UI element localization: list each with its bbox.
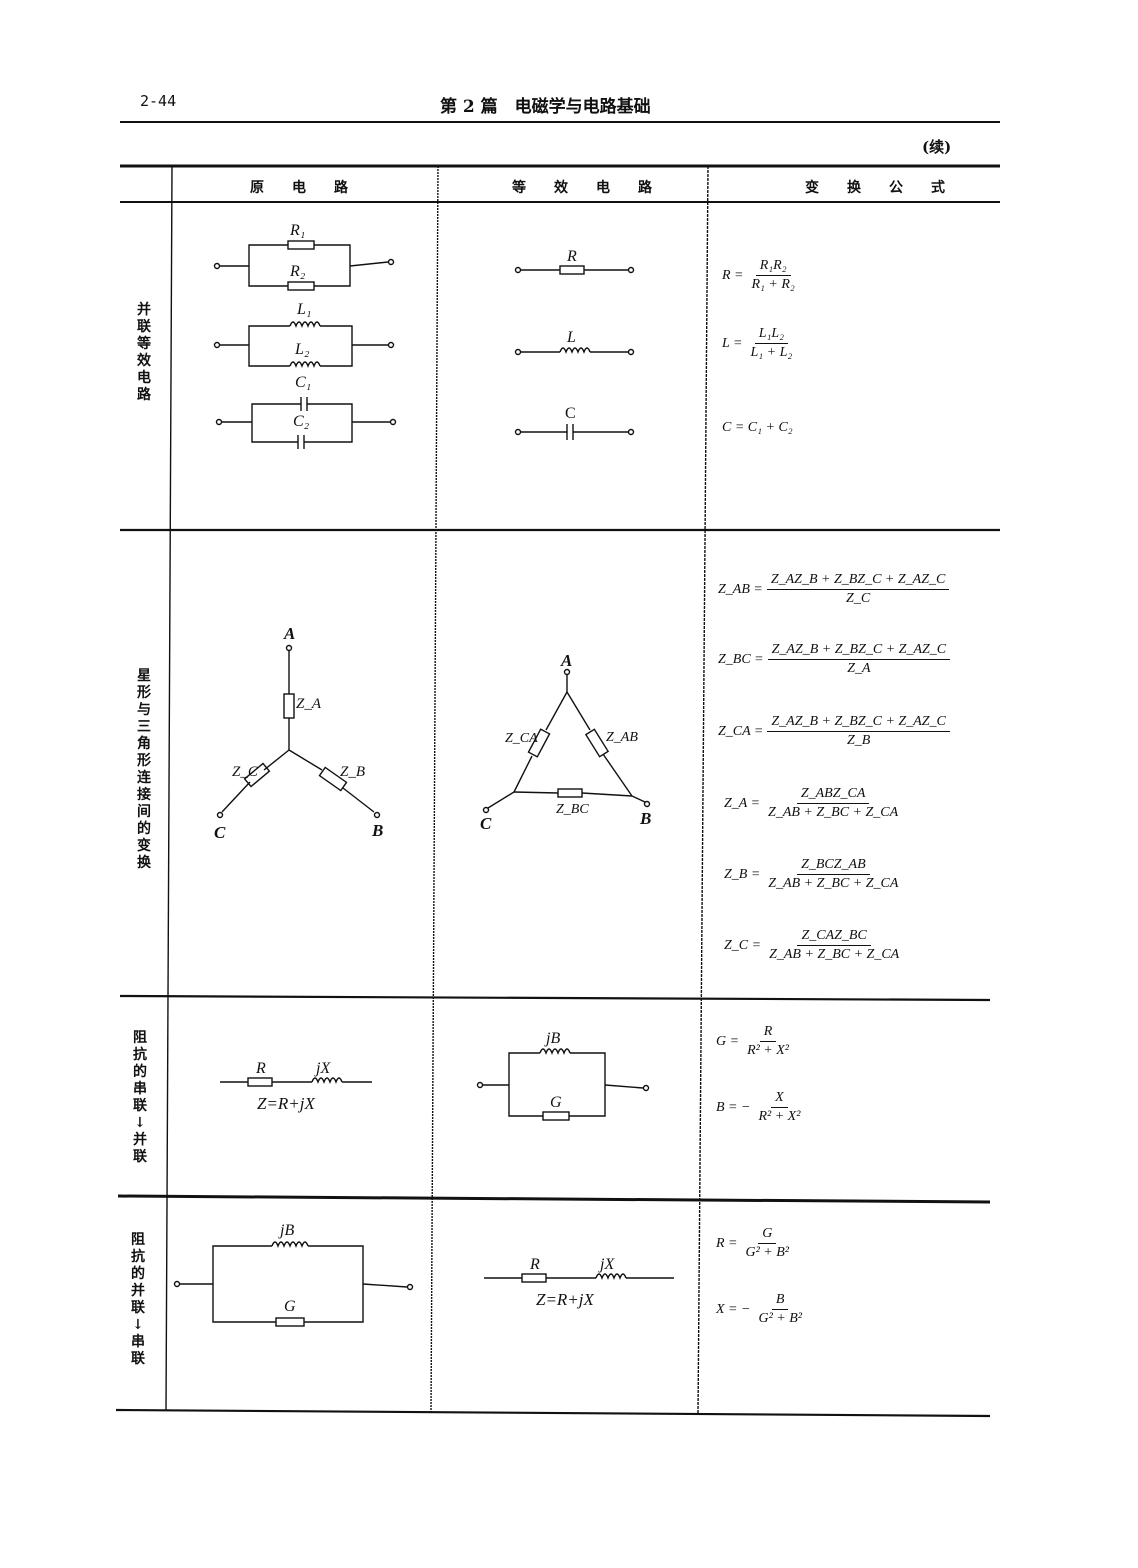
equivalent-inductor	[514, 347, 635, 356]
continued-mark: (续)	[922, 138, 952, 156]
series-equiv-equation: Z=R+jX	[536, 1290, 594, 1309]
series-equation: Z=R+jX	[257, 1094, 315, 1113]
parallel-inductor-circuit	[213, 321, 395, 368]
label-r1: R₁	[290, 222, 306, 239]
series-equiv-label-jx: jX	[600, 1256, 615, 1273]
column-header-formula: 变换公式	[805, 180, 973, 196]
parallel-capacitor-circuit	[215, 397, 397, 449]
parallel-label-jb: jB	[546, 1030, 561, 1047]
column-header-equivalent: 等效电路	[512, 180, 680, 196]
parallel-resistor-circuit	[213, 240, 395, 291]
row-label-parallel-to-series: 阻抗的并联↓串联	[131, 1232, 145, 1367]
parallel-original-label-g: G	[284, 1298, 296, 1315]
delta-node-a: A	[561, 651, 573, 670]
star-label-za: Z_A	[296, 696, 322, 712]
delta-label-zbc: Z_BC	[556, 802, 589, 817]
series-impedance-circuit	[220, 1077, 372, 1087]
label-r: R	[567, 248, 577, 265]
row-label-star-delta: 星形与三角形连接间的变换	[137, 668, 151, 871]
equivalent-capacitor	[514, 424, 635, 440]
star-node-b: B	[372, 821, 384, 840]
page-number: 2-44	[140, 92, 177, 110]
delta-node-b: B	[640, 809, 652, 828]
star-node-c: C	[214, 823, 226, 842]
series-circuit-equivalent	[484, 1273, 674, 1283]
label-c: C	[565, 405, 576, 422]
series-label-r: R	[256, 1060, 266, 1077]
star-label-zc: Z_C	[232, 764, 258, 780]
delta-node-c: C	[480, 814, 492, 833]
label-c1: C₁	[295, 374, 312, 391]
parallel-admittance-circuit	[476, 1048, 650, 1121]
delta-label-zab: Z_AB	[606, 730, 638, 745]
label-l1: L₁	[297, 301, 312, 318]
label-c2: C₂	[293, 413, 310, 430]
delta-circuit	[482, 668, 651, 814]
series-label-jx: jX	[316, 1060, 331, 1077]
formula-c: C = C₁ + C₂	[722, 420, 793, 435]
equivalent-resistor	[514, 265, 635, 275]
delta-label-zca: Z_CA	[505, 731, 538, 746]
parallel-original-label-jb: jB	[280, 1222, 295, 1239]
star-label-zb: Z_B	[340, 764, 366, 780]
star-circuit	[216, 644, 381, 819]
star-node-a: A	[284, 624, 296, 643]
chapter-title: 第 2 篇 电磁学与电路基础	[440, 97, 651, 117]
label-r2: R₂	[290, 263, 306, 280]
row-label-parallel: 并联等效电路	[137, 302, 151, 403]
parallel-label-g: G	[550, 1094, 562, 1111]
parallel-circuit-original	[173, 1241, 414, 1327]
label-l: L	[567, 329, 576, 346]
column-header-original: 原电路	[250, 180, 376, 196]
series-equiv-label-r: R	[530, 1256, 540, 1273]
label-l2: L₂	[295, 341, 310, 358]
row-label-series-to-parallel: 阻抗的串联↓并联	[133, 1030, 147, 1165]
